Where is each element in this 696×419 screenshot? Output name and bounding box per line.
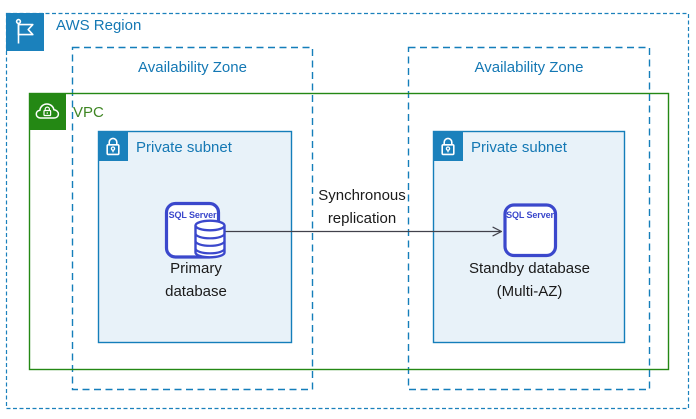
availability-zone-right-label: Availability Zone <box>474 59 584 76</box>
availability-zone-right-border <box>407 46 651 391</box>
subnet-lock-icon-left <box>98 131 128 161</box>
replication-label: Synchronous replication <box>318 187 406 227</box>
sql-server-primary-icon <box>164 201 226 259</box>
availability-zone-left-border <box>71 46 314 391</box>
standby-database-caption: Standby database (Multi-AZ) <box>469 260 590 300</box>
private-subnet-right-label: Private subnet <box>471 139 567 156</box>
replication-arrow <box>224 226 503 237</box>
aws-region-label: AWS Region <box>56 17 142 34</box>
database-cylinder-icon <box>194 219 226 259</box>
vpc-label: VPC <box>73 104 104 121</box>
region-flag-icon <box>6 13 44 51</box>
availability-zone-left-label: Availability Zone <box>138 59 247 76</box>
private-subnet-left-label: Private subnet <box>136 139 232 156</box>
vpc-cloud-lock-icon <box>29 93 66 130</box>
sql-server-primary-icon-label: SQL Server <box>168 210 217 220</box>
subnet-lock-icon-right <box>433 131 463 161</box>
aws-region-border <box>5 12 690 410</box>
sql-server-standby-icon-label: SQL Server <box>506 210 554 220</box>
vpc-border <box>28 92 670 371</box>
sql-server-standby-icon <box>503 203 558 258</box>
primary-database-caption: Primary database <box>165 260 227 300</box>
